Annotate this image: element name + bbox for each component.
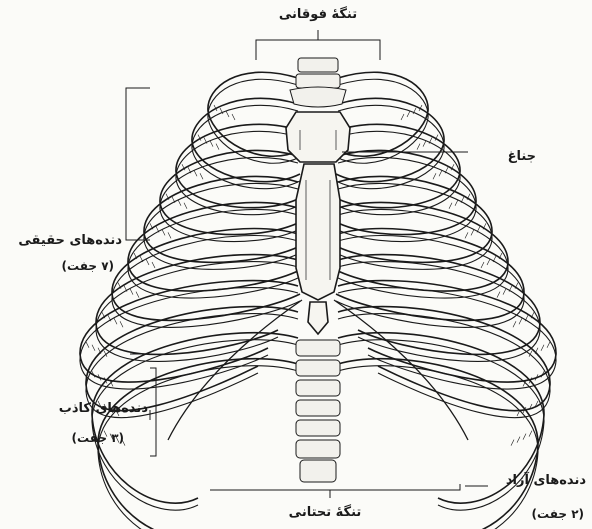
label-false-ribs: دنده‌های کاذب	[6, 402, 148, 415]
rib-shading	[541, 345, 544, 351]
rib-outline	[338, 359, 538, 529]
rib-outline	[208, 72, 300, 156]
rib-outline	[336, 72, 428, 156]
vertebral-column	[296, 340, 340, 482]
rib-shading	[152, 262, 155, 268]
rib-shading	[130, 289, 133, 295]
rib-shading	[513, 321, 516, 327]
rib-shading	[168, 232, 171, 238]
rib-shading	[511, 440, 514, 446]
rib-shading	[487, 259, 490, 265]
rib-shading	[194, 170, 197, 176]
rib-shading	[465, 232, 468, 238]
rib-shading	[481, 262, 484, 268]
rib-outline	[128, 209, 300, 298]
rib-shading	[417, 144, 420, 150]
rib-shading	[423, 141, 426, 147]
rib-shading	[519, 318, 522, 324]
rib-shading	[146, 259, 149, 265]
rib-shading	[497, 292, 500, 298]
rib-shading	[120, 321, 123, 327]
rib-shading	[86, 342, 89, 348]
rib-outline	[338, 366, 538, 529]
rib-outline	[98, 359, 298, 529]
rib-shading	[401, 114, 404, 120]
label-floating-ribs: دنده‌های آزاد	[480, 474, 586, 487]
rib-shading	[92, 345, 95, 351]
label-superior-aperture: تنگهٔ فوقانی	[262, 8, 374, 21]
rib-shading	[529, 431, 532, 437]
rib-shading	[433, 173, 436, 179]
sternum	[286, 112, 350, 334]
label-sternum: جناغ	[476, 150, 536, 163]
rib-shading	[407, 111, 410, 117]
left-ribs	[80, 72, 302, 529]
rib-shading	[210, 141, 213, 147]
right-ribs	[334, 72, 556, 529]
rib-shading	[547, 342, 550, 348]
label-true-ribs-count: (۷ جفت)	[34, 260, 114, 272]
rib-shading	[136, 292, 139, 298]
rib-shading	[232, 114, 235, 120]
rib-outline	[336, 209, 508, 298]
rib-shading	[162, 229, 165, 235]
rib-outline	[336, 131, 460, 214]
rib-shading	[216, 144, 219, 150]
rib-outline	[176, 131, 300, 214]
rib-shading	[471, 229, 474, 235]
rib-outline	[98, 366, 298, 529]
rib-shading	[503, 289, 506, 295]
rib-shading	[226, 111, 229, 117]
label-true-ribs: دنده‌های حقیقی	[6, 234, 122, 247]
rib-shading	[449, 203, 452, 209]
rib-shading	[178, 200, 181, 206]
rib-shading	[439, 170, 442, 176]
costal-arch	[168, 300, 302, 440]
label-floating-ribs-count: (۲ جفت)	[506, 508, 584, 520]
rib-shading	[114, 318, 117, 324]
costal-arch	[334, 300, 468, 440]
label-false-ribs-count: (۳ جفت)	[44, 432, 124, 444]
rib-shading	[184, 203, 187, 209]
rib-shading	[523, 434, 526, 440]
rib-shading	[517, 437, 520, 443]
label-inferior-aperture: تنگهٔ تحتانی	[270, 506, 380, 519]
rib-shading	[455, 200, 458, 206]
rib-shading	[200, 173, 203, 179]
thoracic-vertebra-top	[290, 58, 346, 107]
